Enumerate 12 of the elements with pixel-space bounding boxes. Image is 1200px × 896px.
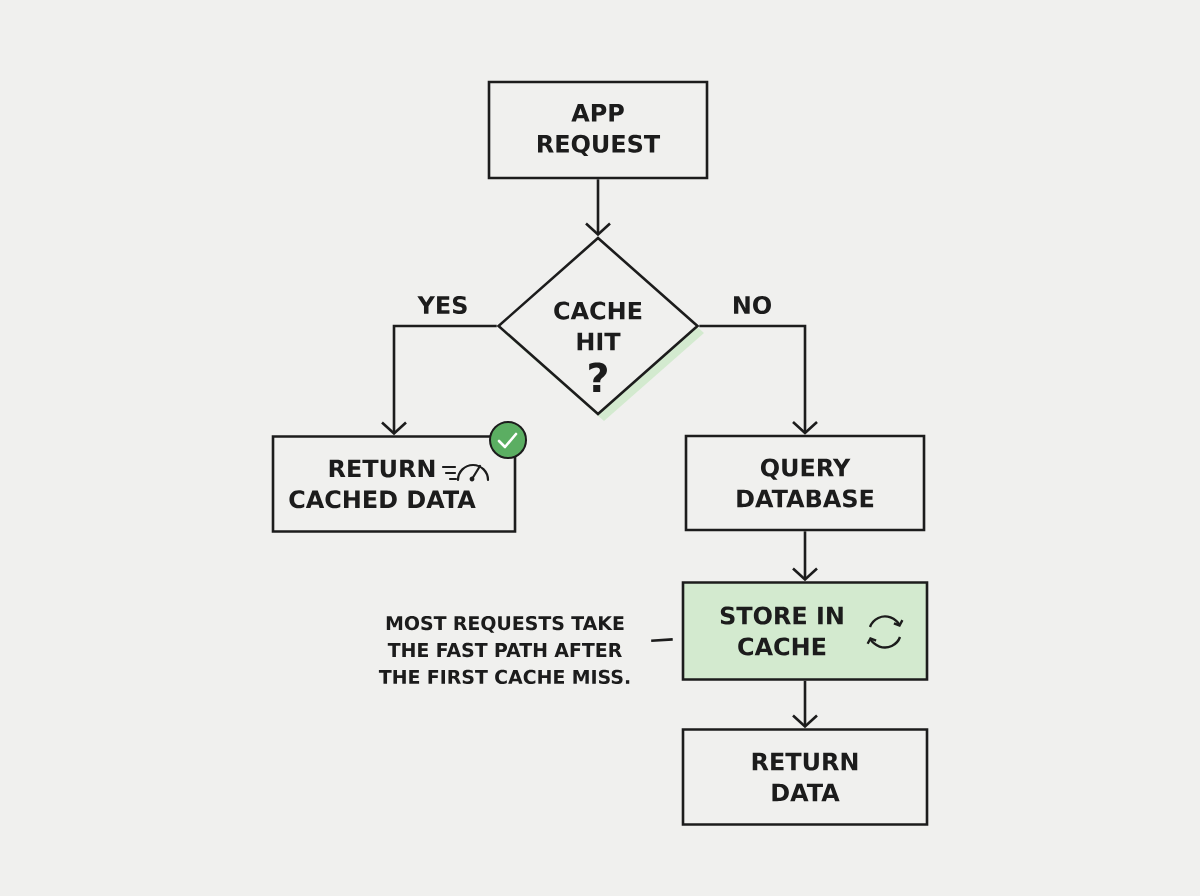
arrow	[585, 179, 611, 237]
process-box: RETURN CACHED DATA	[271, 435, 517, 533]
annotation-text: MOST REQUESTS TAKE THE FAST PATH AFTER THE FIRST CACHE MISS.	[378, 615, 630, 685]
process-box: RETURN DATA	[681, 728, 929, 826]
leader-line	[651, 638, 673, 643]
process-box: APP REQUEST	[487, 80, 709, 180]
process-box: QUERY DATABASE	[684, 434, 926, 532]
arrow	[792, 531, 818, 582]
arrow	[381, 324, 497, 436]
arrow	[699, 324, 818, 435]
arrow	[792, 680, 818, 729]
process-box: STORE IN CACHE	[681, 581, 929, 681]
